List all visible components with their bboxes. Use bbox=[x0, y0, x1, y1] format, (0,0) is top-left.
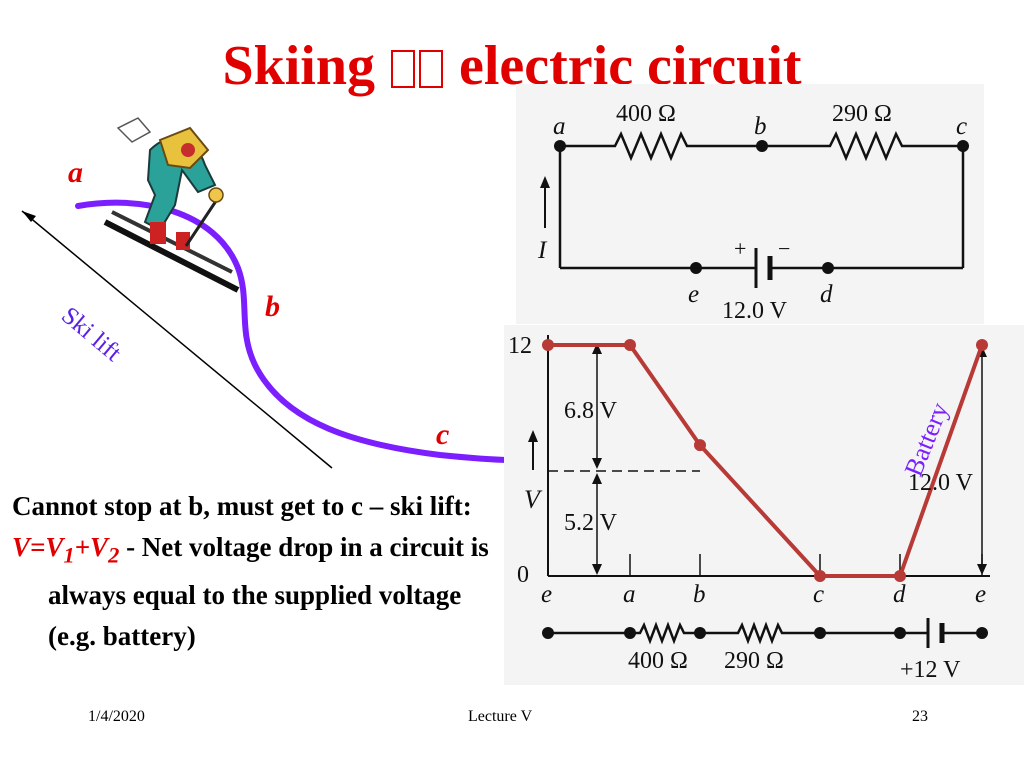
strip-nodes bbox=[542, 627, 988, 639]
equation-plus: +V bbox=[74, 532, 109, 562]
circuit-label-a: a bbox=[553, 113, 566, 140]
y-axis-label: V bbox=[524, 485, 543, 514]
resistor-400-wire bbox=[560, 130, 762, 162]
scarf-shape bbox=[116, 117, 152, 143]
equation-sub2: 2 bbox=[108, 542, 120, 568]
ski-pole bbox=[184, 197, 220, 247]
circuit-background bbox=[516, 84, 984, 324]
chart-background bbox=[504, 325, 1024, 685]
skier-goggles bbox=[181, 143, 195, 157]
bullet-net-voltage-text: - Net voltage drop in a circuit is alway… bbox=[48, 532, 489, 652]
voltage-point-e-5 bbox=[976, 339, 988, 351]
footer-lecture: Lecture V bbox=[468, 708, 533, 725]
strip-resistors bbox=[630, 621, 928, 645]
bullet-net-voltage: V=V1+V2 - Net voltage drop in a circuit … bbox=[12, 527, 502, 657]
circuit-diagram: a b c e d I 400 Ω 290 Ω 12.0 V + − bbox=[516, 84, 984, 324]
missing-glyph-icon bbox=[419, 50, 444, 88]
slide-body: Cannot stop at b, must get to c – ski li… bbox=[12, 486, 502, 657]
skier-glove bbox=[208, 187, 224, 203]
footer-page-number: 23 bbox=[912, 708, 928, 725]
resistor-290-label: 290 Ω bbox=[832, 101, 892, 127]
battery-minus-sign: − bbox=[778, 236, 790, 261]
annotation-12v: 12.0 V bbox=[908, 470, 974, 496]
circuit-label-b: b bbox=[754, 113, 767, 140]
node-a bbox=[554, 140, 566, 152]
skier-illustration bbox=[103, 117, 240, 293]
x-tick-label-3: c bbox=[813, 581, 824, 608]
v-arrowhead bbox=[528, 430, 538, 442]
resistor-400-label: 400 Ω bbox=[616, 101, 676, 127]
footer-date: 1/4/2020 bbox=[88, 708, 145, 725]
resistor-290-wire bbox=[762, 130, 963, 162]
x-tick-label-0: e bbox=[541, 581, 552, 608]
battery-plus-sign: + bbox=[734, 236, 746, 261]
voltage-point-c-3 bbox=[814, 570, 826, 582]
y-tick-0: 0 bbox=[517, 562, 529, 588]
annotation-5-2v: 5.2 V bbox=[564, 510, 618, 536]
voltage-point-e-0 bbox=[542, 339, 554, 351]
x-tick-label-2: b bbox=[693, 581, 706, 608]
x-tick-label-4: d bbox=[893, 581, 906, 608]
dim-6-8v-arrow-top bbox=[592, 343, 602, 354]
dim-6-8v-arrow-bottom bbox=[592, 458, 602, 469]
ski-boot-left bbox=[150, 222, 166, 244]
ski-lift-label: Ski lift bbox=[56, 302, 126, 367]
strip-battery-label: +12 V bbox=[900, 657, 961, 683]
circuit-label-d: d bbox=[820, 281, 833, 308]
battery-voltage-label: 12.0 V bbox=[722, 298, 788, 324]
ski-slope-illustration: a b c Ski lift bbox=[21, 117, 515, 469]
circuit-label-e: e bbox=[688, 281, 699, 308]
voltage-point-a-1 bbox=[624, 339, 636, 351]
voltage-line bbox=[548, 343, 984, 578]
ski-lift-arrowhead bbox=[22, 211, 36, 222]
slope-point-c: c bbox=[436, 418, 449, 451]
y-tick-12: 12 bbox=[508, 333, 532, 359]
ski-slope-curve bbox=[75, 199, 515, 463]
x-tick-label-1: a bbox=[623, 581, 636, 608]
voltage-point-b-2 bbox=[694, 439, 706, 452]
node-c bbox=[957, 140, 969, 152]
dim-5-2v-arrow-top bbox=[592, 473, 602, 484]
current-label: I bbox=[537, 237, 548, 264]
equation-v: V=V bbox=[12, 532, 64, 562]
ski-lift-line bbox=[21, 210, 333, 469]
voltage-point-d-4 bbox=[894, 570, 906, 582]
strip-r2-label: 290 Ω bbox=[724, 648, 784, 674]
annotation-6-8v: 6.8 V bbox=[564, 398, 618, 424]
circuit-label-c: c bbox=[956, 113, 967, 140]
x-tick-label-5: e bbox=[975, 581, 986, 608]
ski-left bbox=[103, 219, 240, 293]
missing-glyph-icon bbox=[391, 50, 416, 88]
node-b bbox=[756, 140, 768, 152]
bullet-ski-lift: Cannot stop at b, must get to c – ski li… bbox=[12, 491, 472, 521]
dim-12v-arrow-bottom bbox=[977, 564, 987, 575]
title-prefix: Skiing bbox=[222, 35, 376, 97]
slope-point-a: a bbox=[68, 156, 83, 189]
node-d bbox=[822, 262, 834, 274]
dim-5-2v-arrow-bottom bbox=[592, 564, 602, 575]
slope-point-b: b bbox=[265, 290, 280, 323]
equation-sub1: 1 bbox=[63, 542, 75, 568]
current-arrowhead bbox=[540, 176, 550, 188]
node-e bbox=[690, 262, 702, 274]
voltage-points bbox=[542, 339, 988, 582]
ski-right bbox=[111, 210, 233, 274]
strip-r1-label: 400 Ω bbox=[628, 648, 688, 674]
